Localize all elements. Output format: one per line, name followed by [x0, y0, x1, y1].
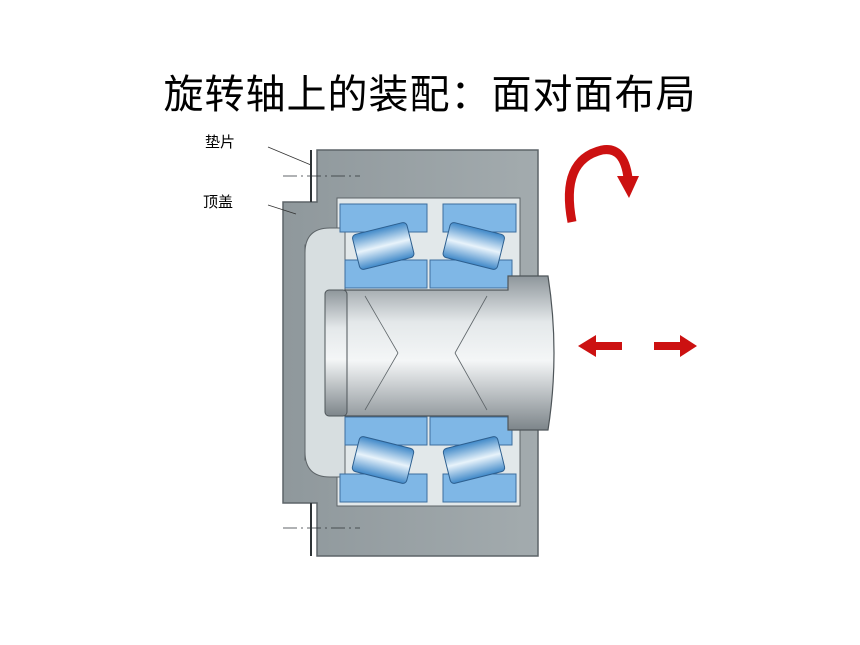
contact-line [364, 295, 399, 354]
shim-label: 垫片 [205, 133, 236, 151]
arrow-right-icon [654, 335, 697, 357]
inner-ring-lower-right [429, 416, 513, 446]
slide-title: 旋转轴上的装配：面对面布局 [163, 72, 697, 118]
contact-line [454, 295, 488, 354]
end-cap-label: 顶盖 [203, 193, 234, 211]
shaft-end [324, 289, 348, 417]
roller-upper-left [352, 222, 415, 270]
outer-ring-lower-right [442, 473, 517, 503]
shim-leader [267, 146, 312, 166]
inner-ring-lower-left [344, 416, 428, 446]
contact-line [454, 352, 488, 411]
contact-line [364, 352, 399, 411]
roller-lower-left [351, 436, 415, 484]
arrow-left-icon [578, 335, 622, 357]
end-cap-leader [267, 204, 297, 215]
roller-upper-right [442, 222, 505, 270]
shaft [344, 275, 555, 431]
roller-lower-right [442, 436, 506, 484]
curved-arrow-icon [564, 145, 639, 223]
